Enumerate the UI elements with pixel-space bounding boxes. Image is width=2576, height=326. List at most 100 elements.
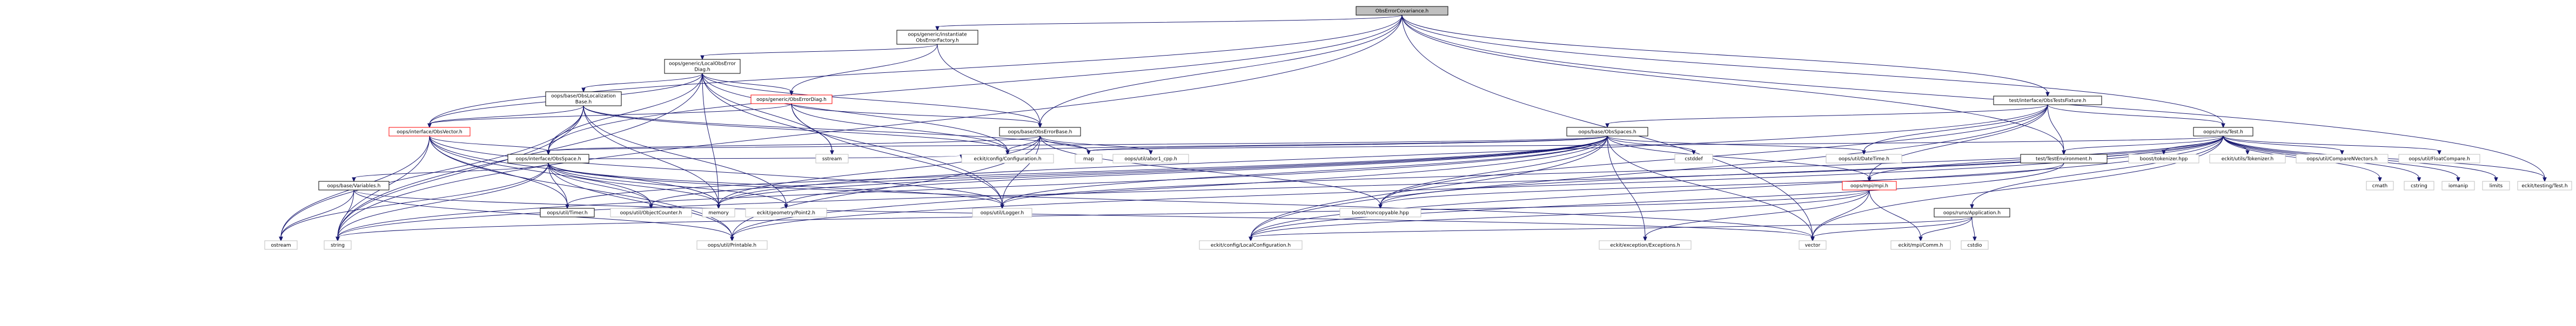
node-label: ostream — [271, 243, 291, 248]
edge-ifobsspace-to-variables — [352, 162, 549, 182]
node-eckittest: eckit/testing/Test.h — [2517, 181, 2572, 191]
node-label: oops/util/FloatCompare.h — [2409, 157, 2470, 162]
node-logger: oops/util/Logger.h — [972, 208, 1032, 218]
edge-root-to-testenv — [1401, 15, 2066, 155]
node-ostream: ostream — [264, 240, 298, 250]
node-instantiate[interactable]: oops/generic/instantiateObsErrorFactory.… — [896, 30, 978, 45]
node-label: cstddef — [1685, 157, 1703, 162]
node-label: ObsErrorFactory.h — [916, 38, 959, 44]
node-application[interactable]: oops/runs/Application.h — [1934, 208, 2010, 218]
node-label: vector — [1805, 243, 1821, 248]
edge-obserrdiag-to-obsvector — [427, 103, 792, 128]
node-label: boost/tokenizer.hpp — [2140, 157, 2188, 162]
node-label: oops/util/Logger.h — [981, 210, 1024, 216]
edge-testenv-to-localconfig — [1249, 162, 2064, 242]
node-label: test/TestEnvironment.h — [2036, 157, 2092, 162]
edge-ifobsspace-to-string — [336, 162, 549, 242]
node-point2: eckit/geometry/Point2.h — [745, 208, 827, 218]
edge-obsspaces-to-logger — [1000, 135, 1608, 209]
edge-obsspaces-to-ifobsspace — [546, 135, 1608, 155]
node-label: ObsErrorCovariance.h — [1376, 9, 1429, 14]
node-label: eckit/config/LocalConfiguration.h — [1211, 243, 1291, 248]
node-datetime: oops/util/DateTime.h — [1826, 154, 1902, 164]
node-abort: oops/util/abor1_cpp.h — [1112, 154, 1189, 164]
node-obserrdiag[interactable]: oops/generic/ObsErrorDiag.h — [750, 94, 833, 104]
node-label: oops/interface/ObsVector.h — [397, 130, 462, 135]
node-label: cmath — [2372, 184, 2387, 189]
edge-root-to-instantiate — [935, 15, 1403, 31]
node-label: oops/runs/Application.h — [1943, 210, 2001, 216]
node-limits: limits — [2482, 181, 2510, 191]
edge-fixture-to-testh — [2047, 104, 2225, 128]
node-sstream: sstream — [815, 154, 849, 164]
edge-obsloc-to-ostream — [279, 105, 584, 242]
node-label: eckit/config/Configuration.h — [974, 157, 1042, 162]
edge-mpih-to-exceptions — [1643, 189, 1870, 242]
edge-localobserr-to-obsloc — [581, 73, 703, 93]
node-compareN: oops/util/CompareNVectors.h — [2296, 154, 2389, 164]
edge-mpih-to-vector — [1810, 189, 1870, 242]
node-label: eckit/geometry/Point2.h — [757, 210, 815, 216]
edge-obserrbase-to-printable — [730, 135, 1041, 242]
edge-fixture-to-localconfig — [1249, 104, 2048, 242]
node-label: limits — [2490, 184, 2503, 189]
edge-obsspaces-to-vector — [1607, 135, 1815, 242]
node-label: Diag.h — [694, 67, 710, 73]
node-ifobsspace[interactable]: oops/interface/ObsSpace.h — [507, 154, 589, 164]
node-testenv[interactable]: test/TestEnvironment.h — [2020, 154, 2108, 164]
edge-application-to-cstdio — [1971, 216, 1977, 242]
edge-root-to-testh — [1401, 15, 2225, 128]
node-localconfig: eckit/config/LocalConfiguration.h — [1199, 240, 1303, 250]
node-label: iomanip — [2448, 184, 2468, 189]
node-obsspaces[interactable]: oops/base/ObsSpaces.h — [1566, 127, 1648, 137]
node-testh[interactable]: oops/runs/Test.h — [2193, 127, 2253, 137]
node-label: oops/util/ObjectCounter.h — [620, 210, 682, 216]
node-vector: vector — [1799, 240, 1827, 250]
node-root[interactable]: ObsErrorCovariance.h — [1356, 6, 1448, 16]
edge-testh-to-floatcmp — [2223, 135, 2441, 155]
node-label: oops/util/abor1_cpp.h — [1124, 157, 1177, 162]
edge-application-to-vector — [1810, 216, 1973, 242]
edge-localobserr-to-sstream — [702, 73, 834, 155]
node-fixture[interactable]: test/interface/ObsTestsFixture.h — [1993, 96, 2102, 105]
edge-testh-to-printable — [730, 135, 2224, 242]
edge-instantiate-to-localobserr — [700, 44, 938, 60]
node-cstring: cstring — [2404, 181, 2434, 191]
node-cstddef: cstddef — [1674, 154, 1713, 164]
node-obserrbase[interactable]: oops/base/ObsErrorBase.h — [999, 127, 1081, 137]
node-label: oops/runs/Test.h — [2203, 130, 2243, 135]
node-variables[interactable]: oops/base/Variables.h — [318, 181, 390, 191]
edge-obsvector-to-ifobsspace — [429, 135, 551, 155]
node-label: oops/base/ObsErrorBase.h — [1008, 130, 1072, 135]
edge-mpih-to-comm — [1869, 189, 1923, 242]
edge-root-to-obserrbase — [1038, 15, 1403, 128]
node-label: oops/base/ObsLocalization — [551, 94, 616, 99]
edge-obsspaces-to-localconfig — [1249, 135, 1608, 242]
node-label: map — [1083, 157, 1094, 162]
edge-application-to-comm — [1918, 216, 1973, 242]
node-label: cstdio — [1968, 243, 1982, 248]
node-label: Base.h — [575, 100, 592, 105]
edge-localobserr-to-memory — [702, 73, 721, 209]
edge-mpih-to-string — [336, 189, 1870, 242]
node-timer[interactable]: oops/util/Timer.h — [540, 208, 595, 218]
edge-testh-to-map — [1086, 135, 2224, 155]
node-label: eckit/exception/Exceptions.h — [1610, 243, 1680, 248]
edge-obsloc-to-point2 — [583, 105, 788, 209]
node-label: eckit/mpi/Comm.h — [1899, 243, 1943, 248]
node-label: oops/base/Variables.h — [327, 184, 381, 189]
node-mpih[interactable]: oops/mpi/mpi.h — [1842, 181, 1897, 191]
nodes: ObsErrorCovariance.h oops/generic/instant… — [264, 6, 2572, 250]
node-map: map — [1075, 154, 1103, 164]
node-iomanip: iomanip — [2441, 181, 2475, 191]
node-floatcmp: oops/util/FloatCompare.h — [2398, 154, 2480, 164]
node-label: oops/util/DateTime.h — [1839, 157, 1889, 162]
edge-root-to-fixture — [1401, 15, 2050, 97]
node-obsvector[interactable]: oops/interface/ObsVector.h — [388, 127, 471, 137]
edge-obserrbase-to-ifobsspace — [546, 135, 1041, 155]
node-label: sstream — [822, 157, 842, 162]
edge-fixture-to-obsspaces — [1605, 104, 2048, 128]
